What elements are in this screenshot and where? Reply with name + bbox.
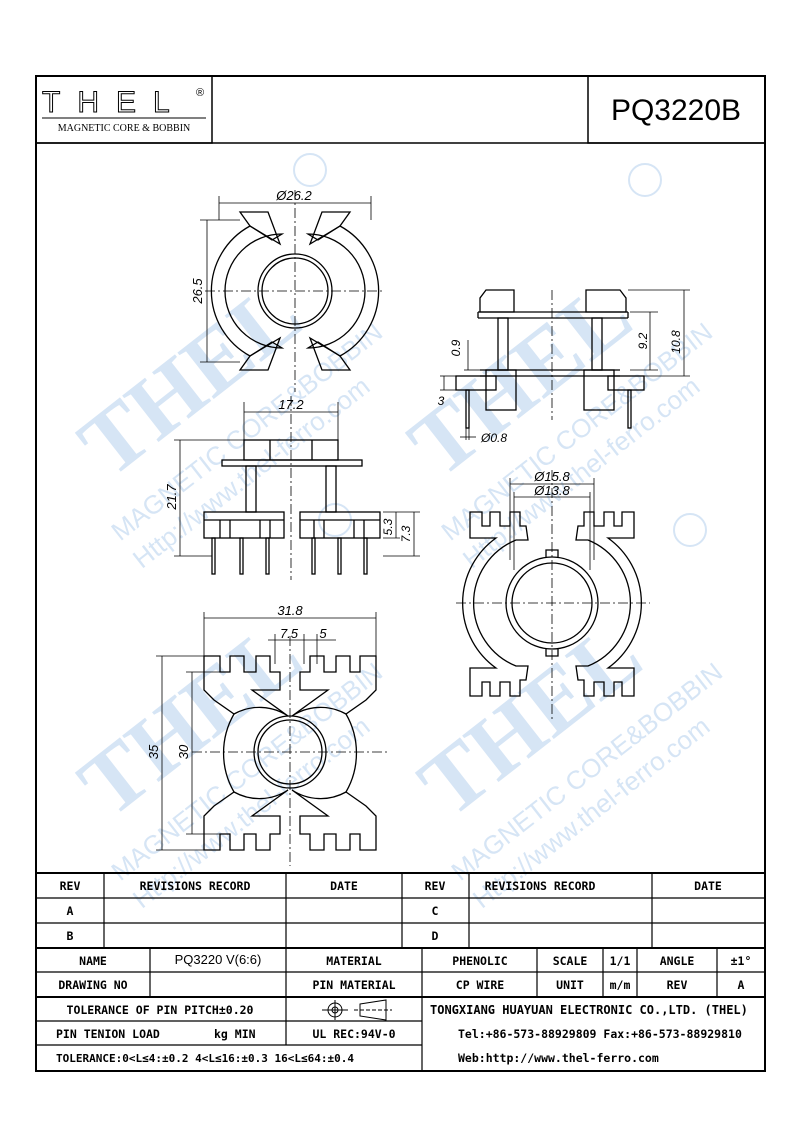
records-header-right: REVISIONS RECORD: [485, 879, 596, 893]
dim-pitch-b: 5: [319, 626, 327, 641]
unit-value: m/m: [610, 978, 631, 992]
watermark-registered-icon: [673, 513, 707, 547]
dim-inner-height: 9.2: [636, 332, 650, 349]
rev-row-c: C: [432, 904, 439, 918]
projection-symbol-icon: [322, 999, 392, 1021]
scale-label: SCALE: [553, 954, 588, 968]
dim-side-width: 17.2: [278, 397, 304, 412]
dim-inner-diameter: Ø13.8: [533, 483, 570, 498]
rev-header: REV: [60, 879, 81, 893]
dim-bottom-height-inner: 30: [176, 744, 191, 759]
registered-icon: ®: [196, 87, 204, 99]
dim-pin-b: 7.3: [399, 525, 413, 542]
angle-value: ±1°: [731, 954, 752, 968]
name-label: NAME: [79, 954, 107, 968]
bottom-view: [156, 612, 388, 866]
tolerance-ranges: TOLERANCE:0<L≤4:±0.2 4<L≤16:±0.3 16<L≤64…: [56, 1052, 354, 1065]
rev-row-a: A: [67, 904, 74, 918]
website: Web:http://www.thel-ferro.com: [458, 1051, 659, 1065]
rev-label: REV: [667, 978, 688, 992]
dim-flange: 0.9: [449, 339, 463, 356]
dim-outer-diameter: Ø15.8: [533, 469, 570, 484]
sheet-border: [35, 75, 766, 1072]
title-block: [36, 872, 765, 1071]
dim-pin-diameter: Ø0.8: [480, 431, 507, 445]
unit-label: UNIT: [556, 978, 584, 992]
company-name: TONGXIANG HUAYUAN ELECTRONIC CO.,LTD. (T…: [430, 1003, 748, 1017]
dim-outer-height: 10.8: [669, 330, 683, 354]
dim-top-width: Ø26.2: [275, 188, 312, 203]
logo: THEL ® MAGNETIC CORE & BOBBIN: [35, 75, 213, 144]
material-label: MATERIAL: [326, 954, 381, 968]
name-value: PQ3220 V(6:6): [175, 952, 262, 967]
dim-side-height: 21.7: [164, 484, 179, 511]
dim-top-height: 26.5: [190, 278, 205, 305]
front-view: [456, 470, 650, 720]
dim-bottom-width: 31.8: [277, 603, 303, 618]
watermark-registered-icon: [293, 153, 327, 187]
dim-bottom-height-outer: 35: [146, 744, 161, 759]
records-header: REVISIONS RECORD: [140, 879, 251, 893]
date-header: DATE: [330, 879, 358, 893]
right-side-view: [440, 289, 690, 440]
rev-value: A: [738, 978, 745, 992]
part-number-box: PQ3220B: [587, 75, 766, 144]
top-view: [200, 190, 385, 392]
scale-value: 1/1: [610, 954, 631, 968]
tel-fax: Tel:+86-573-88929809 Fax:+86-573-8892981…: [458, 1027, 742, 1041]
dim-base: 3: [438, 394, 445, 408]
part-number: PQ3220B: [611, 94, 741, 127]
watermark-registered-icon: [628, 163, 662, 197]
logo-text: THEL: [42, 86, 187, 119]
drawing-no-label: DRAWING NO: [58, 978, 127, 992]
pin-material-value: CP WIRE: [456, 978, 505, 992]
rev-header-right: REV: [425, 879, 446, 893]
tolerance-pin-pitch: TOLERANCE OF PIN PITCH±0.20: [67, 1003, 254, 1017]
logo-subtitle: MAGNETIC CORE & BOBBIN: [58, 123, 191, 134]
angle-label: ANGLE: [660, 954, 695, 968]
rev-row-b: B: [67, 929, 74, 943]
dim-pin-a: 5.3: [381, 518, 395, 535]
rev-row-d: D: [432, 929, 439, 943]
date-header-right: DATE: [694, 879, 722, 893]
material-value: PHENOLIC: [452, 954, 507, 968]
ul-rec: UL REC:94V-0: [312, 1027, 395, 1041]
pin-tension-unit: kg MIN: [214, 1027, 256, 1041]
side-view: [174, 396, 420, 580]
dim-pitch-a: 7.5: [280, 626, 299, 641]
pin-tension-label: PIN TENION LOAD: [56, 1027, 160, 1041]
pin-material-label: PIN MATERIAL: [312, 978, 395, 992]
